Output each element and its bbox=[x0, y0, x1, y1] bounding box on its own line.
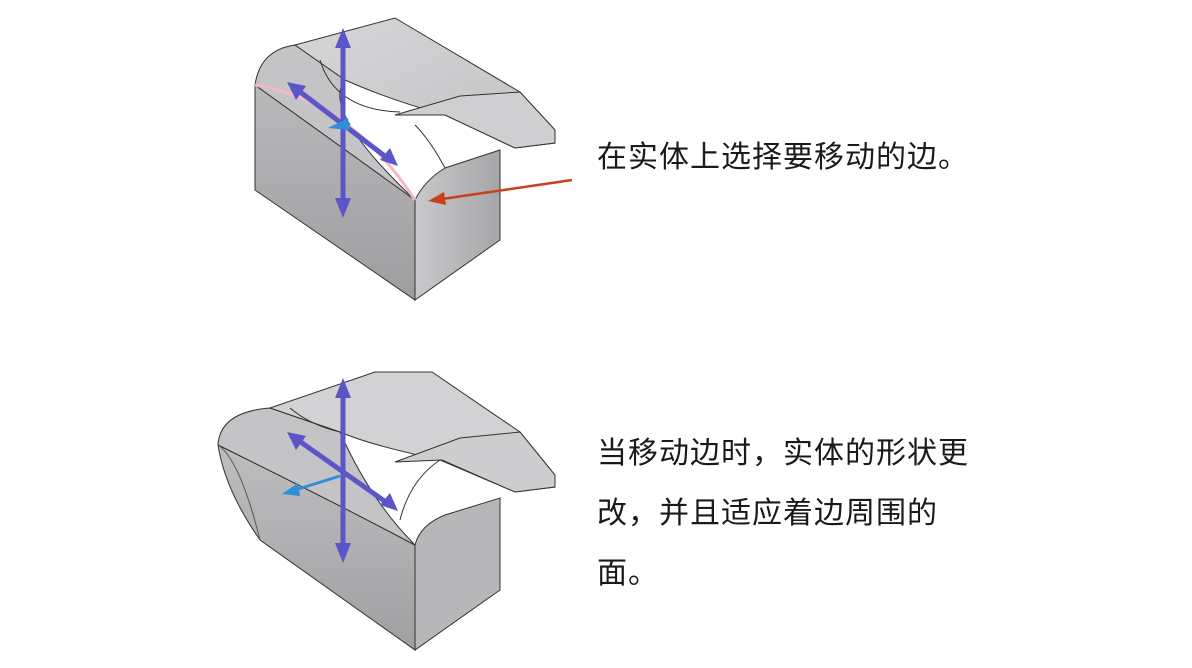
solid-before-edit-illustration bbox=[254, 17, 556, 301]
solid-after-edit-illustration bbox=[217, 371, 556, 651]
caption-select-edge: 在实体上选择要移动的边。 bbox=[597, 140, 969, 175]
callout-arrow-icon bbox=[428, 178, 573, 205]
caption-line-3: 面。 bbox=[597, 556, 659, 591]
solid-right-face bbox=[414, 497, 501, 651]
move-handle-icon bbox=[287, 28, 398, 218]
caption-line-2: 改，并且适应着边周围的 bbox=[597, 496, 938, 531]
caption-line-1: 当移动边时，实体的形状更 bbox=[597, 436, 969, 471]
solid-step-face bbox=[394, 91, 556, 149]
solid-shoulder-face bbox=[217, 407, 416, 546]
caption-shape-change: 当移动边时，实体的形状更 改，并且适应着边周围的 面。 bbox=[597, 424, 997, 604]
move-handle-icon bbox=[282, 378, 398, 563]
solid-right-face bbox=[414, 149, 501, 301]
